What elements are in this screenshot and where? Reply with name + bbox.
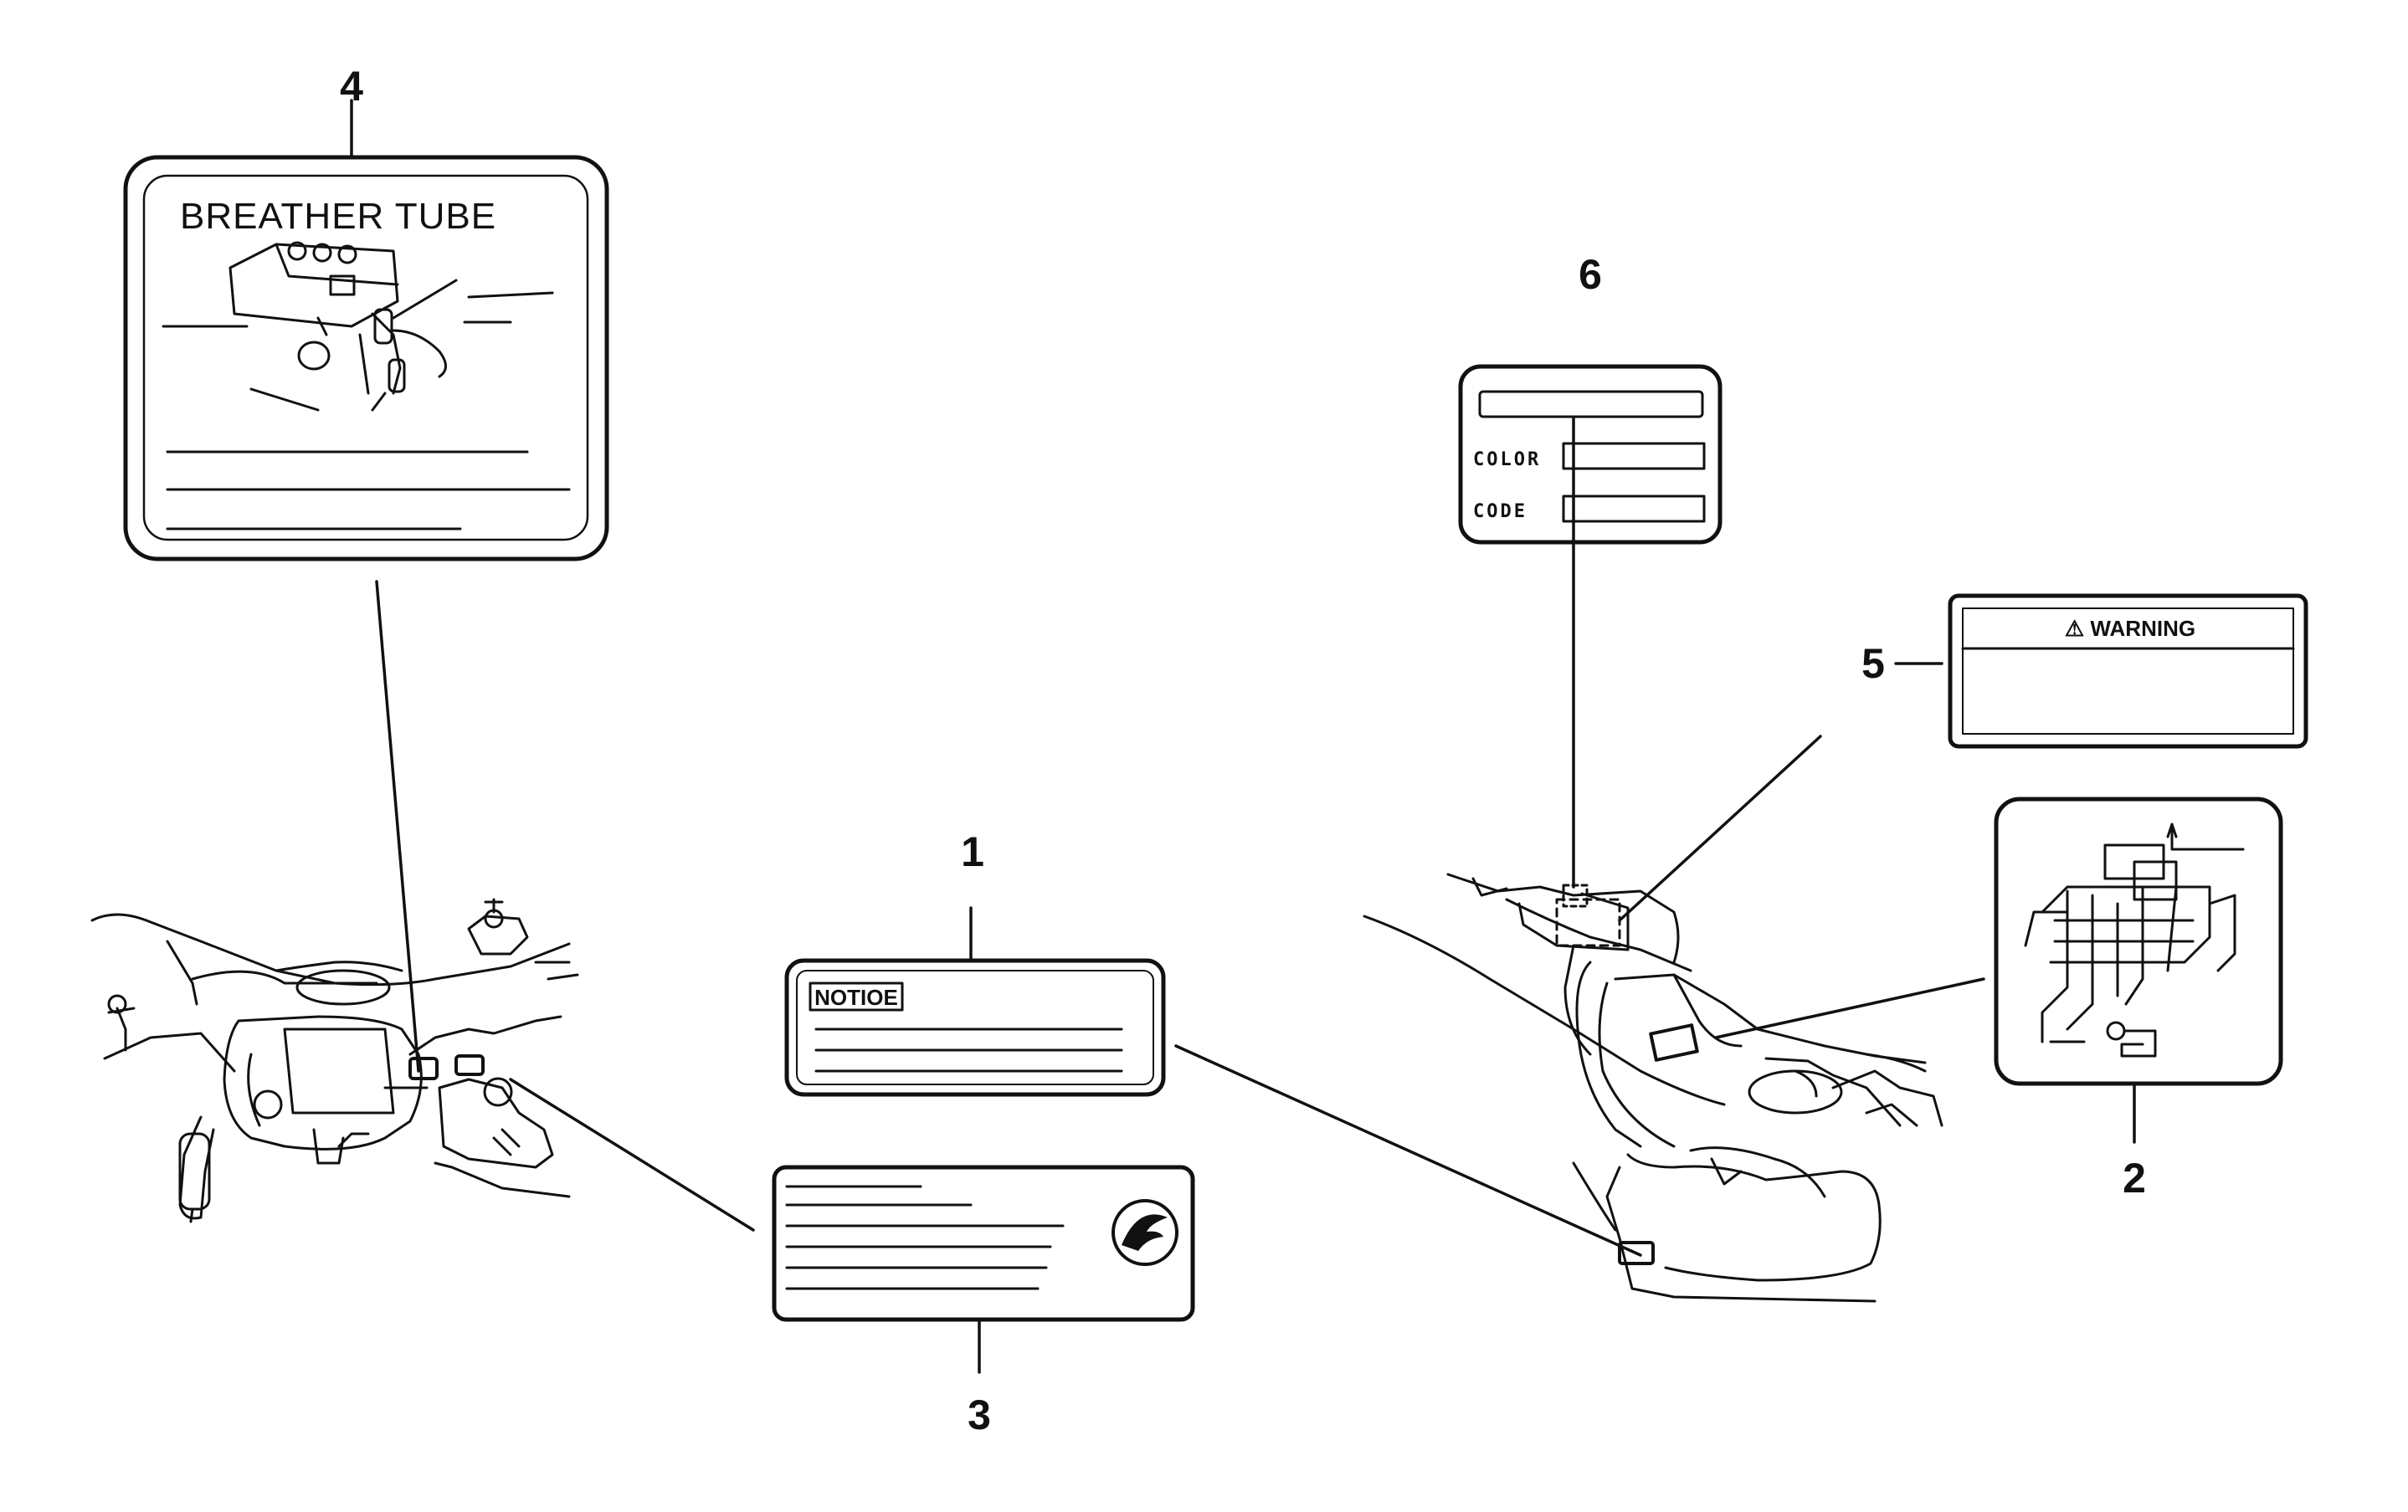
label-outer-border bbox=[123, 155, 609, 561]
code-field-label: CODE bbox=[1473, 501, 1527, 522]
wing-logo-label bbox=[772, 1165, 1195, 1322]
label-border bbox=[1458, 364, 1723, 545]
wiring-diagram-icon bbox=[2024, 823, 2245, 1058]
warning-label: ⚠ WARNING bbox=[1948, 593, 2308, 749]
leader-line-3-bike bbox=[509, 1078, 755, 1232]
leader-lines bbox=[350, 99, 2136, 1374]
notice-heading-box bbox=[809, 982, 904, 1012]
color-field bbox=[1562, 442, 1706, 470]
label-border bbox=[784, 958, 1166, 1097]
label-border bbox=[1948, 593, 2308, 749]
breather-tube-title: BREATHER TUBE bbox=[180, 196, 496, 237]
left-frame-sketch bbox=[90, 898, 579, 1223]
callout-4: 4 bbox=[340, 63, 363, 110]
leader-line-5 bbox=[1618, 735, 1822, 922]
color-field-label: COLOR bbox=[1473, 449, 1541, 470]
callout-2: 2 bbox=[2123, 1155, 2146, 1202]
color-code-label: COLOR CODE bbox=[1458, 364, 1723, 545]
label-border bbox=[772, 1165, 1195, 1322]
model-field bbox=[1478, 390, 1704, 418]
callout-1: 1 bbox=[961, 828, 984, 875]
breather-tube-label: BREATHER TUBE bbox=[123, 155, 609, 561]
notice-heading: NOTIOE bbox=[814, 985, 898, 1010]
warning-heading: ⚠ WARNING bbox=[2065, 616, 2195, 641]
label-inner-border bbox=[1962, 607, 2294, 735]
wiring-diagram-label bbox=[1994, 797, 2283, 1086]
code-field bbox=[1562, 495, 1706, 523]
wing-logo-icon bbox=[1112, 1199, 1178, 1266]
callout-6: 6 bbox=[1579, 251, 1602, 298]
leader-line-4 bbox=[375, 580, 420, 1073]
leader-line-1-bike bbox=[1174, 1044, 1642, 1257]
notice-label: NOTIOE bbox=[784, 958, 1166, 1097]
label-border bbox=[1994, 797, 2283, 1086]
callout-5: 5 bbox=[1861, 640, 1885, 687]
callout-3: 3 bbox=[968, 1392, 991, 1438]
leader-line-2 bbox=[1714, 977, 1985, 1039]
label-inner-border bbox=[142, 174, 589, 541]
battery-sketch-icon bbox=[162, 241, 554, 412]
label-inner-border bbox=[796, 970, 1154, 1085]
right-frame-sketch bbox=[1363, 873, 1943, 1303]
